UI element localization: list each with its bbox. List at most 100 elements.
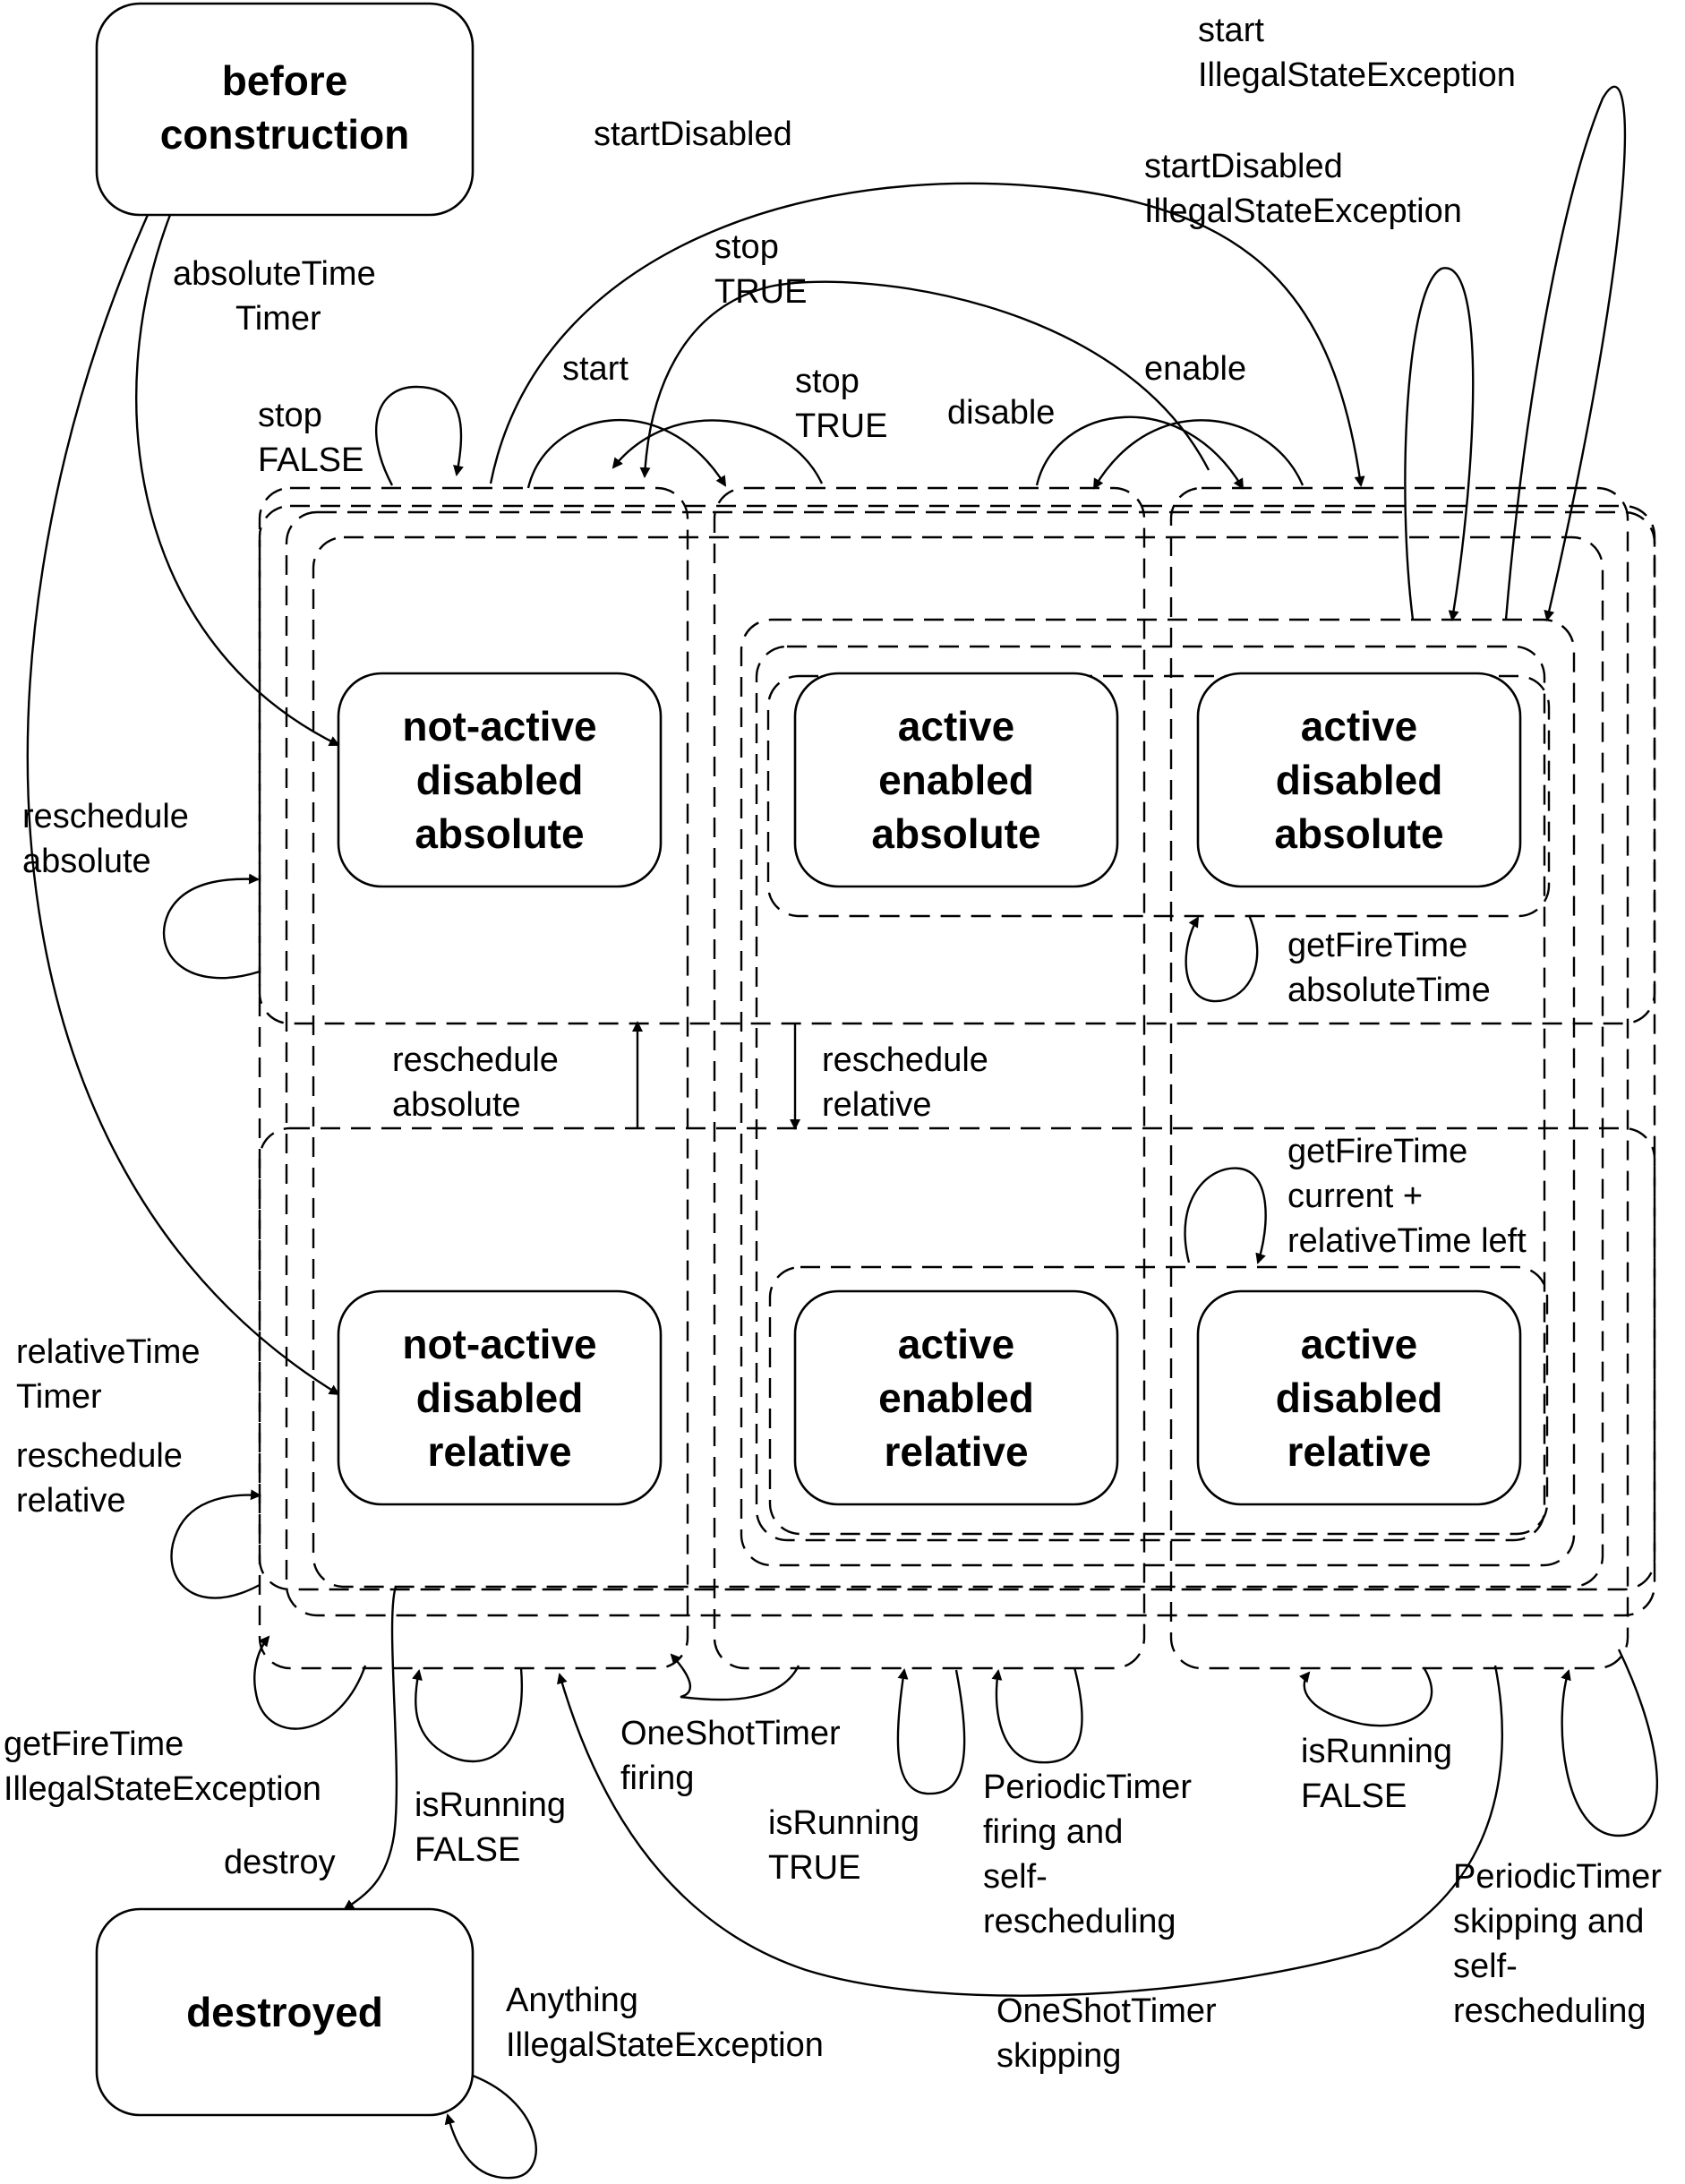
- label-reschedule-absolute-mid: reschedule absolute: [392, 1041, 559, 1124]
- edge-start-disabled-ise-loop: [1404, 267, 1475, 621]
- label-line: skipping: [996, 2037, 1121, 2075]
- state-text: disabled: [1276, 757, 1443, 803]
- label-line: skipping and: [1453, 1903, 1644, 1940]
- label-line: Anything: [506, 1982, 638, 2019]
- label-reschedule-relative-left: reschedule relative: [16, 1437, 183, 1520]
- state-active-enabled-relative: active enabled relative: [793, 1289, 1119, 1506]
- state-text: relative: [1287, 1428, 1431, 1475]
- transitions: [26, 85, 1659, 2180]
- states: before construction not-active disabled …: [95, 2, 1522, 2117]
- edge-stop-true-top: [639, 280, 1210, 478]
- state-not-active-disabled-absolute: not-active disabled absolute: [337, 672, 663, 888]
- state-text: disabled: [1276, 1375, 1443, 1421]
- edge-oneshot-firing: [670, 1653, 800, 1701]
- state-text: construction: [160, 111, 410, 158]
- group-active-relative: [768, 1265, 1549, 1536]
- label-line: start: [562, 350, 629, 388]
- edge-anything-ise-loop: [444, 2074, 537, 2180]
- label-line: self-: [1453, 1948, 1518, 1985]
- label-isrunning-true: isRunning TRUE: [768, 1804, 919, 1887]
- state-text: destroyed: [186, 1989, 383, 2035]
- label-line: firing and: [983, 1813, 1123, 1851]
- label-line: current +: [1287, 1178, 1423, 1215]
- state-text: before: [222, 57, 348, 104]
- label-periodic-firing: PeriodicTimer firing and self- reschedul…: [983, 1769, 1192, 1940]
- state-before-construction: before construction: [95, 2, 475, 217]
- label-line: absoluteTime: [173, 255, 376, 293]
- label-line: getFireTime: [4, 1726, 184, 1763]
- state-text: active: [898, 1321, 1014, 1367]
- label-line: OneShotTimer: [620, 1715, 841, 1752]
- label-stop-true: stop TRUE: [795, 363, 887, 445]
- edge-periodic-skipping-loop: [1561, 1649, 1659, 1837]
- label-line: TRUE: [768, 1849, 860, 1887]
- label-getfiretime-relative: getFireTime current + relativeTime left: [1287, 1133, 1527, 1260]
- label-periodic-skipping: PeriodicTimer skipping and self- resched…: [1453, 1858, 1662, 2030]
- label-line: IllegalStateException: [506, 2026, 824, 2064]
- state-text: active: [1301, 1321, 1417, 1367]
- state-text: disabled: [416, 757, 584, 803]
- edge-relative-timer: [26, 214, 340, 1396]
- edge-disable: [1035, 415, 1245, 490]
- label-isrunning-false-left: isRunning FALSE: [415, 1786, 566, 1869]
- label-oneshot-firing: OneShotTimer firing: [620, 1715, 841, 1797]
- label-line: absolute: [392, 1086, 521, 1124]
- label-reschedule-absolute-left: reschedule absolute: [22, 798, 189, 880]
- label-disable: disable: [947, 394, 1055, 432]
- transition-labels: start IllegalStateException startDisable…: [4, 12, 1662, 2075]
- label-start-disabled-illegal-state: startDisabled IllegalStateException: [1144, 148, 1462, 230]
- label-line: relative: [16, 1482, 126, 1520]
- label-line: enable: [1144, 350, 1246, 388]
- label-line: TRUE: [714, 273, 807, 311]
- edge-enable: [1092, 419, 1304, 490]
- edge-start-disabled: [489, 182, 1365, 487]
- group-active-outer: [740, 618, 1576, 1567]
- label-line: PeriodicTimer: [983, 1769, 1192, 1806]
- label-line: reschedule: [22, 798, 189, 835]
- edge-getfiretime-ise-loop: [253, 1635, 367, 1730]
- label-line: FALSE: [258, 441, 364, 479]
- label-line: TRUE: [795, 407, 887, 445]
- label-relative-timer: relativeTime Timer: [16, 1333, 201, 1416]
- state-text: active: [898, 703, 1014, 749]
- label-destroy: destroy: [224, 1844, 336, 1881]
- label-line: Timer: [235, 300, 321, 338]
- label-line: rescheduling: [1453, 1992, 1646, 2030]
- group-relative-row: [258, 1126, 1656, 1591]
- edge-stop-true: [612, 419, 824, 484]
- label-line: disable: [947, 394, 1055, 432]
- edge-reschedule-relative-loop: [170, 1489, 261, 1599]
- edge-oneshot-skipping: [557, 1665, 1504, 1997]
- state-destroyed: destroyed: [95, 1907, 475, 2117]
- label-enable: enable: [1144, 350, 1246, 388]
- state-text: absolute: [871, 810, 1040, 857]
- label-reschedule-relative-mid: reschedule relative: [822, 1041, 988, 1124]
- label-line: start: [1198, 12, 1264, 49]
- label-line: IllegalStateException: [1198, 56, 1516, 94]
- state-text: absolute: [415, 810, 584, 857]
- grouping-regions: [258, 486, 1656, 1670]
- edge-periodic-firing-loop: [991, 1666, 1083, 1764]
- label-line: stop: [795, 363, 860, 400]
- label-line: getFireTime: [1287, 927, 1467, 964]
- label-getfiretime-absolutetime: getFireTime absoluteTime: [1287, 927, 1491, 1009]
- label-line: destroy: [224, 1844, 336, 1881]
- label-line: startDisabled: [594, 116, 792, 153]
- group-outer: [285, 510, 1656, 1617]
- label-start-illegal-state: start IllegalStateException: [1198, 12, 1516, 94]
- label-line: getFireTime: [1287, 1133, 1467, 1170]
- edge-start: [526, 418, 727, 489]
- label-line: startDisabled: [1144, 148, 1343, 185]
- label-line: reschedule: [392, 1041, 559, 1079]
- label-line: isRunning: [1301, 1733, 1452, 1770]
- edge-getfiretime-rel-loop: [1184, 1167, 1267, 1264]
- label-line: relativeTime: [16, 1333, 201, 1371]
- state-text: active: [1301, 703, 1417, 749]
- label-stop-false: stop FALSE: [258, 397, 364, 479]
- label-line: stop: [258, 397, 322, 434]
- state-active-disabled-absolute: active disabled absolute: [1196, 672, 1522, 888]
- group-not-active-column: [258, 486, 689, 1670]
- label-absolute-timer: absoluteTime Timer: [173, 255, 376, 338]
- label-line: isRunning: [415, 1786, 566, 1824]
- group-active-absolute: [766, 674, 1551, 918]
